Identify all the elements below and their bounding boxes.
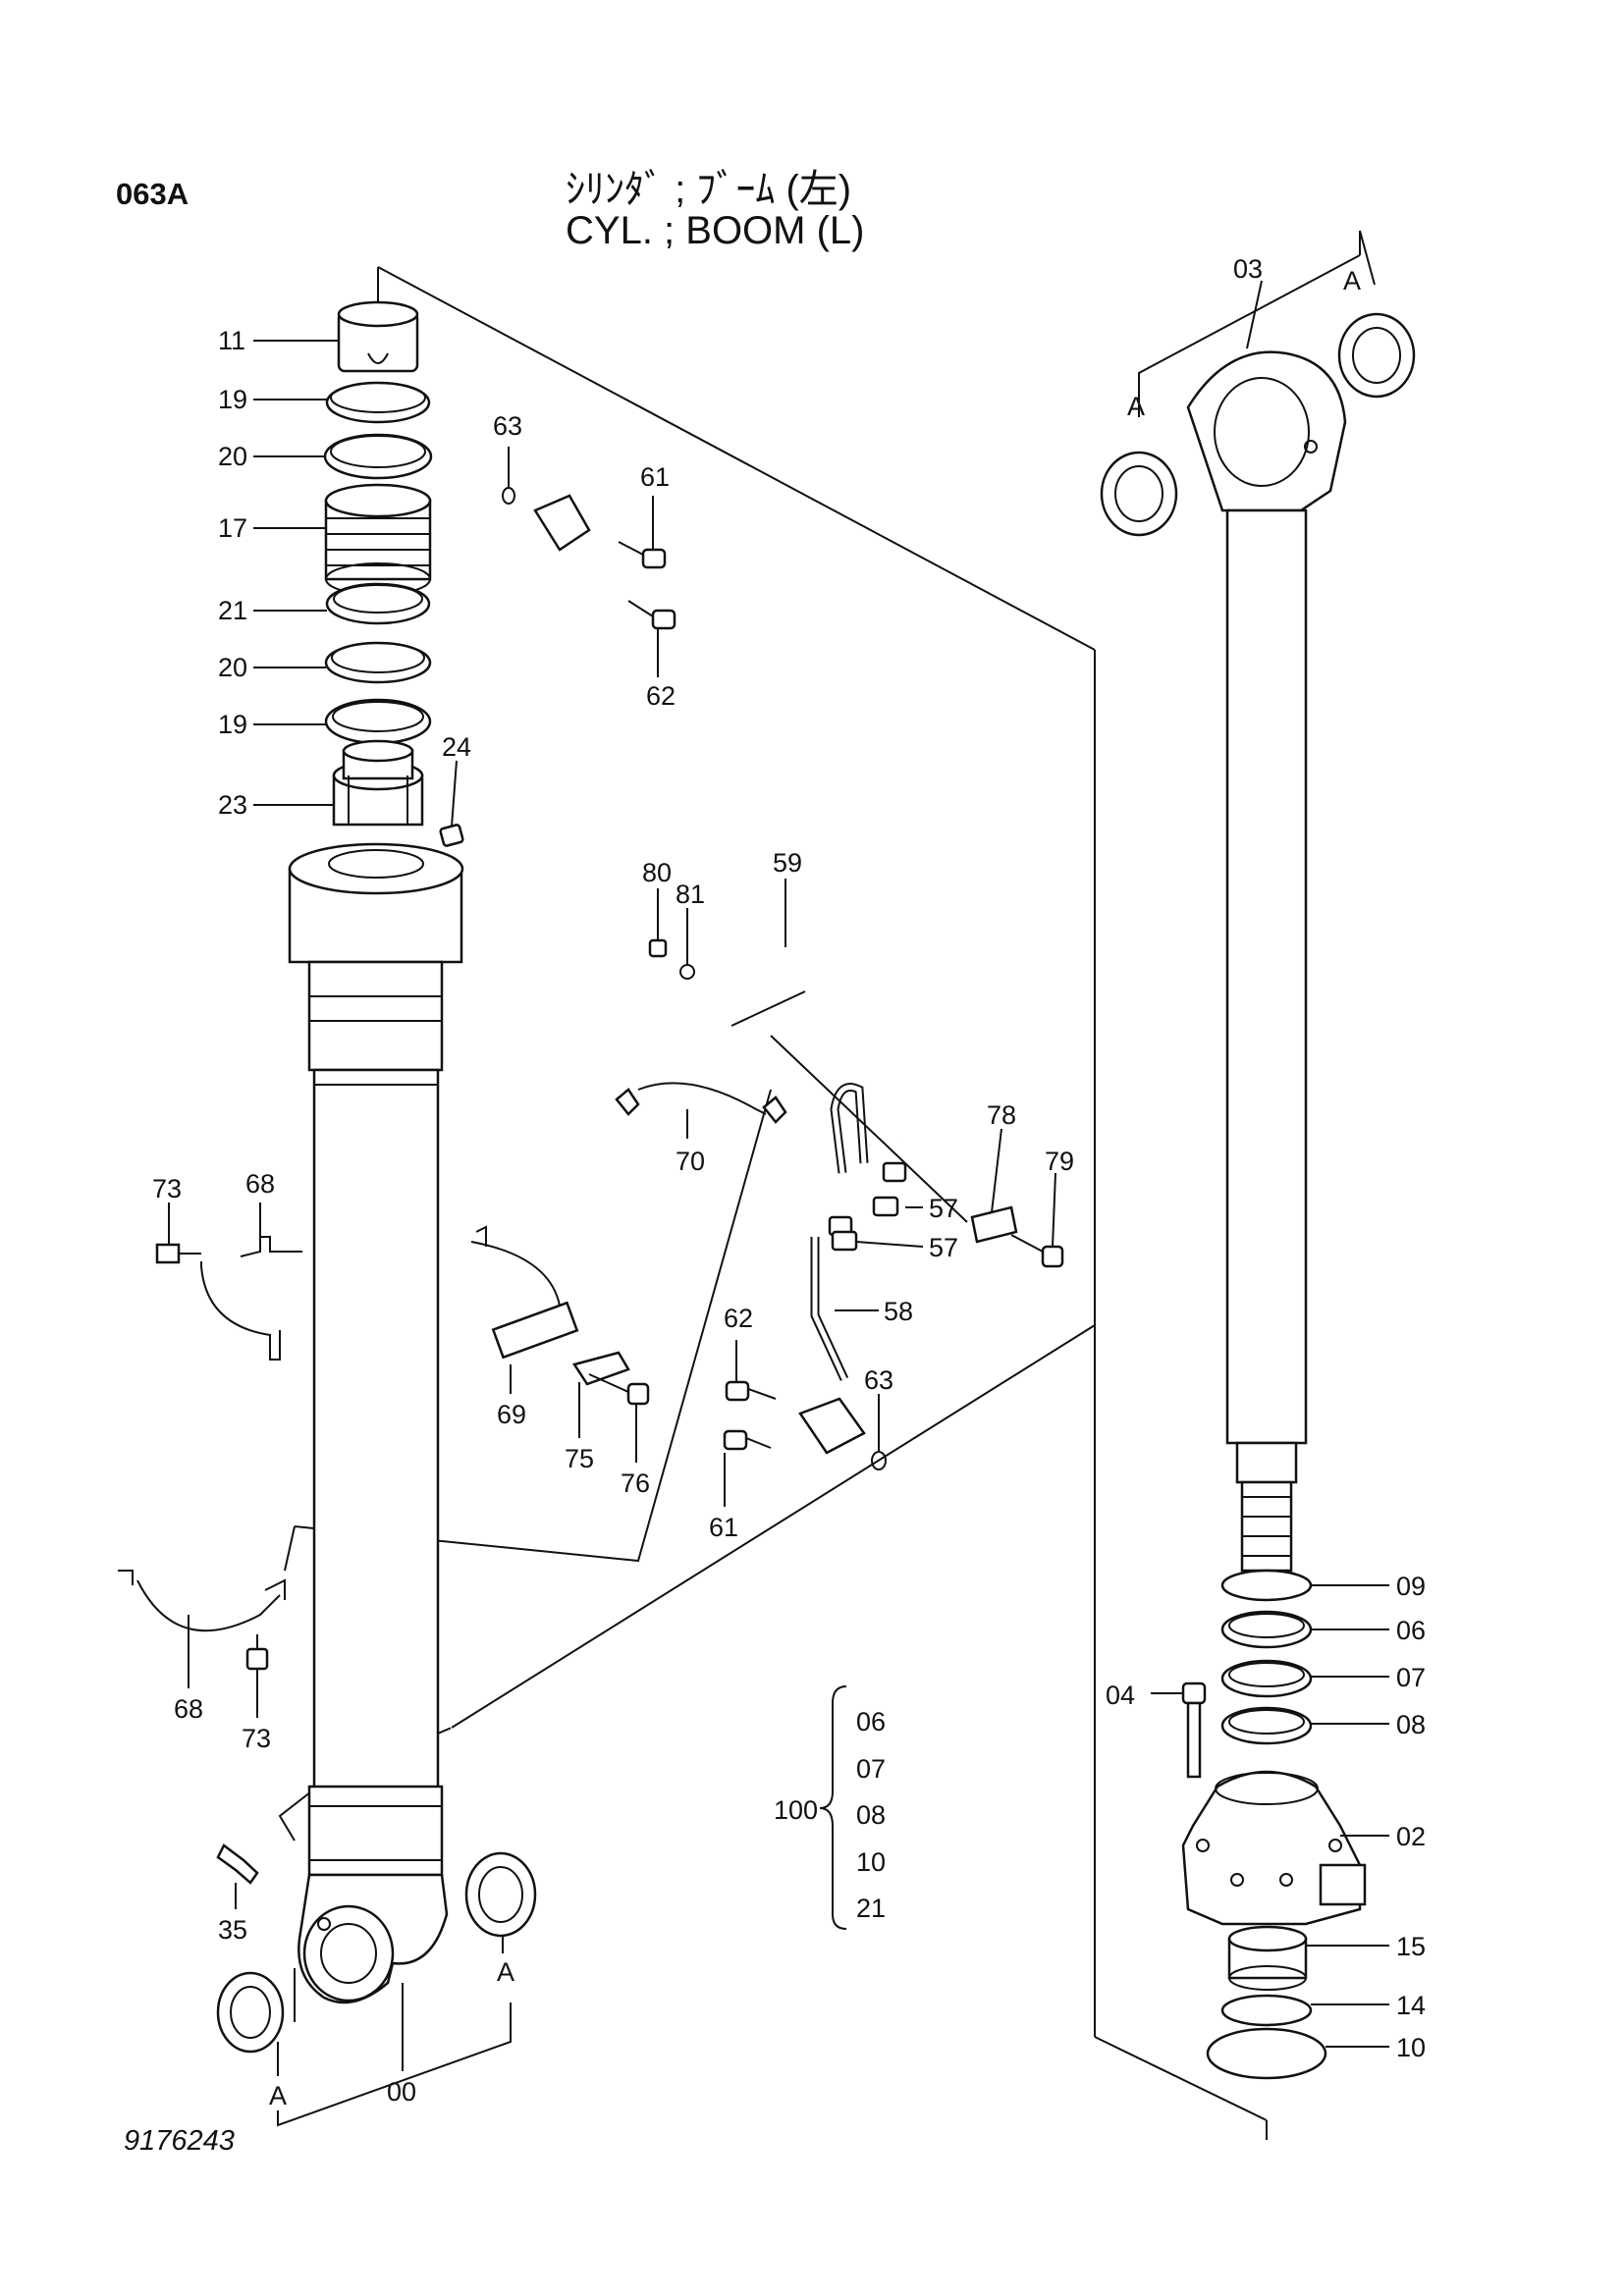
rod-assembly xyxy=(1100,312,1416,2080)
callout-70: 70 xyxy=(676,1147,705,1176)
callout-07: 07 xyxy=(1396,1663,1426,1692)
part-24-set-screw xyxy=(439,824,464,847)
callout-09: 09 xyxy=(1396,1572,1426,1601)
callout-58: 58 xyxy=(884,1297,913,1326)
callout-a-top-left: A xyxy=(1127,392,1145,421)
kit-item: 10 xyxy=(856,1847,886,1877)
callout-a-bottom-right: A xyxy=(497,1957,514,1987)
callout-69: 69 xyxy=(497,1400,526,1429)
part-20-ring xyxy=(323,433,433,480)
kit-item: 07 xyxy=(856,1754,886,1784)
callout-20: 20 xyxy=(218,442,247,471)
callout-79: 79 xyxy=(1045,1147,1074,1176)
callout-80: 80 xyxy=(642,858,672,887)
callout-a-bottom-left: A xyxy=(269,2081,287,2110)
callout-a-top-right: A xyxy=(1343,266,1361,295)
cylinder-head-parts xyxy=(323,300,464,847)
seal-kit: 100 06 07 08 10 21 xyxy=(774,1707,886,1923)
callout-81: 81 xyxy=(676,880,705,909)
callout-62-upper: 62 xyxy=(646,681,676,711)
callout-57-lower: 57 xyxy=(929,1233,958,1262)
callout-17: 17 xyxy=(218,513,247,543)
part-17-piston xyxy=(324,483,432,596)
callout-10: 10 xyxy=(1396,2033,1426,2062)
callout-11: 11 xyxy=(218,326,245,355)
clamps xyxy=(118,1082,787,1671)
callout-59: 59 xyxy=(773,848,802,878)
callout-78: 78 xyxy=(987,1100,1016,1130)
callout-62-lower: 62 xyxy=(724,1304,753,1333)
callout-03: 03 xyxy=(1233,254,1263,284)
callout-63-lower: 63 xyxy=(864,1365,893,1395)
callout-19-lower: 19 xyxy=(218,710,247,739)
title-english: CYL. ; BOOM (L) xyxy=(566,209,865,252)
kit-item: 21 xyxy=(856,1894,886,1923)
callout-00: 00 xyxy=(387,2077,416,2107)
callout-63-upper: 63 xyxy=(493,411,522,441)
part-19-ring-lower xyxy=(324,698,432,745)
part-23-nut xyxy=(332,739,424,827)
callout-73-upper: 73 xyxy=(152,1174,182,1203)
callout-76: 76 xyxy=(621,1468,650,1498)
callout-24: 24 xyxy=(442,732,471,762)
part-19-ring xyxy=(325,381,431,424)
drawing-number: 9176243 xyxy=(124,2125,235,2157)
callout-68-lower: 68 xyxy=(174,1694,203,1724)
callout-15: 15 xyxy=(1396,1932,1426,1961)
part-11-bushing xyxy=(337,300,419,373)
callout-labels: 11 19 20 17 21 20 19 24 23 63 61 62 80 8… xyxy=(152,254,1426,2110)
kit-item: 06 xyxy=(856,1707,886,1736)
callout-06: 06 xyxy=(1396,1616,1426,1645)
callout-35: 35 xyxy=(218,1915,247,1945)
piping xyxy=(502,487,1064,1470)
callout-21: 21 xyxy=(218,596,247,625)
callout-61-lower: 61 xyxy=(709,1513,738,1542)
callout-61-upper: 61 xyxy=(640,462,670,492)
page-code: 063A xyxy=(116,177,189,211)
callout-14: 14 xyxy=(1396,1991,1426,2020)
callout-04: 04 xyxy=(1106,1681,1135,1710)
callout-68-upper: 68 xyxy=(245,1169,275,1199)
callout-02: 02 xyxy=(1396,1822,1426,1851)
part-21-seal xyxy=(325,582,431,625)
kit-item: 08 xyxy=(856,1800,886,1830)
callout-23: 23 xyxy=(218,790,247,820)
callout-57-upper: 57 xyxy=(929,1194,958,1223)
callout-19: 19 xyxy=(218,385,247,414)
leader-lines xyxy=(168,230,1389,2127)
part-20-ring-lower xyxy=(324,641,432,684)
cylinder-tube xyxy=(216,842,537,2054)
kit-number: 100 xyxy=(774,1795,818,1825)
callout-73-lower: 73 xyxy=(242,1724,271,1753)
title-japanese: ｼﾘﾝﾀﾞ ; ﾌﾞｰﾑ (左) xyxy=(566,168,852,211)
callout-75: 75 xyxy=(565,1444,594,1473)
callout-20-lower: 20 xyxy=(218,653,247,682)
callout-08: 08 xyxy=(1396,1710,1426,1739)
